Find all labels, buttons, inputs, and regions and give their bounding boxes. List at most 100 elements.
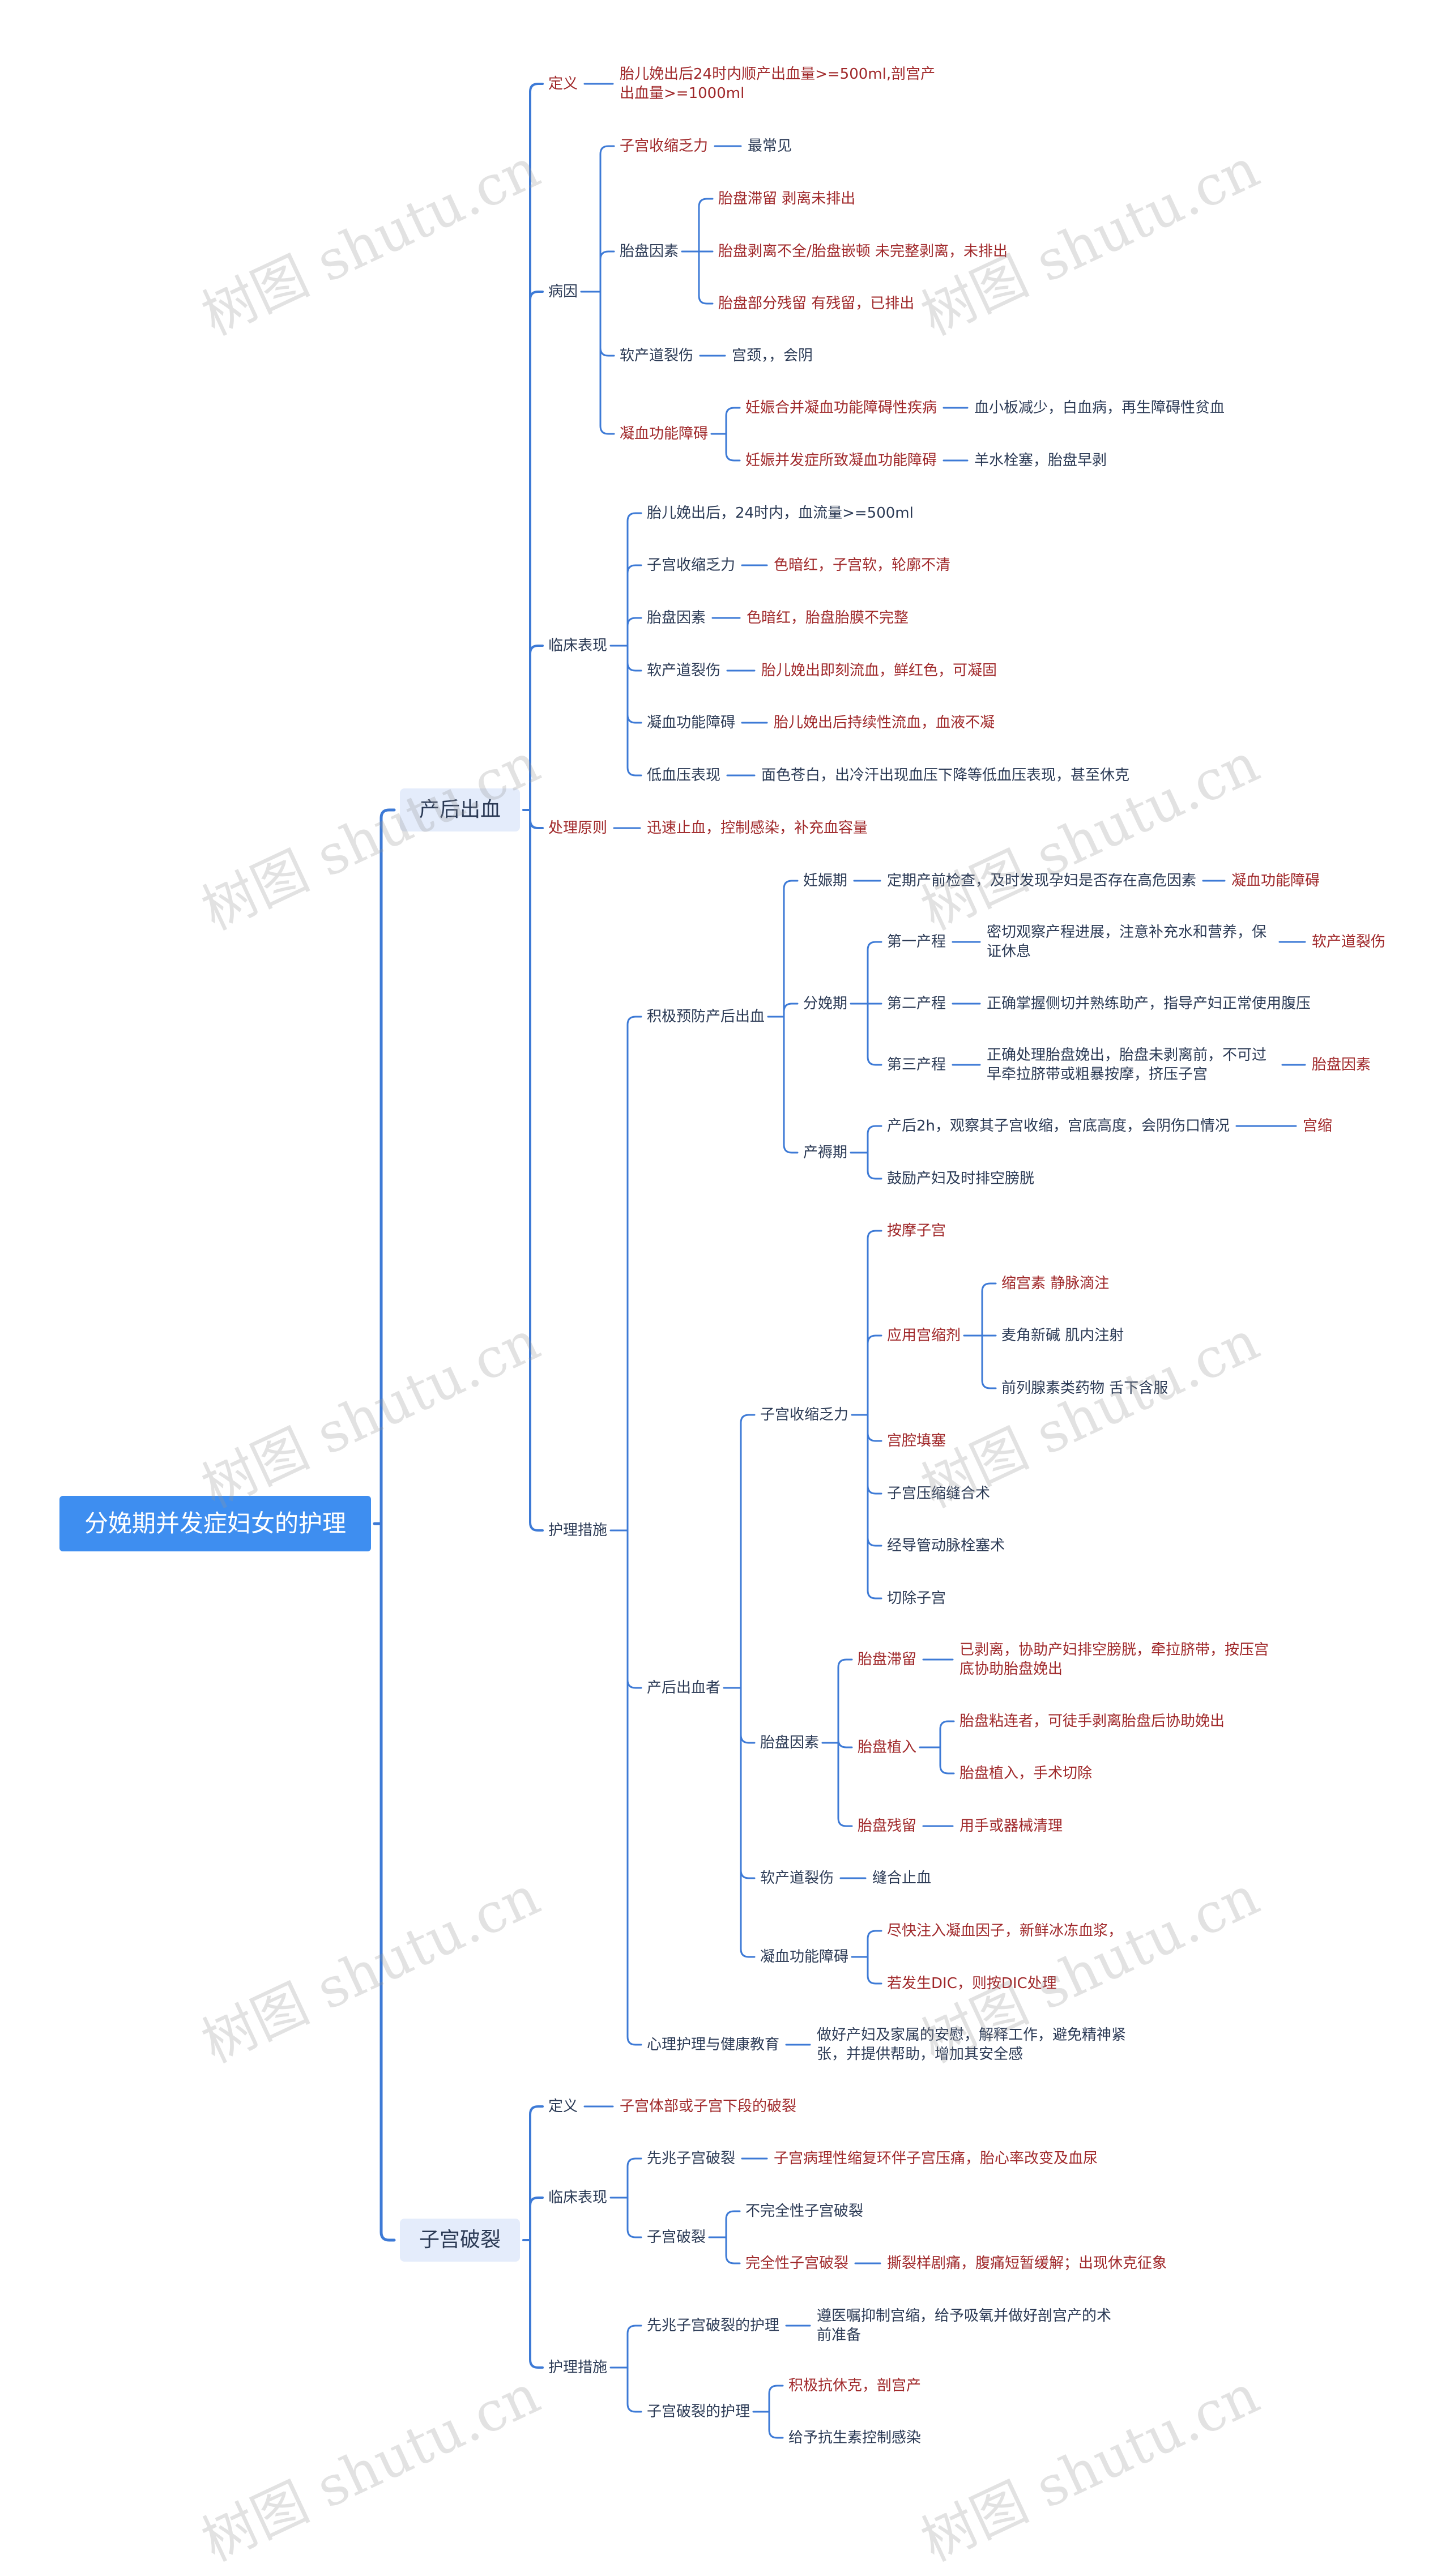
mindmap-topic[interactable]: 完全性子宫破裂 <box>745 2255 849 2272</box>
connector-line <box>939 1720 955 1748</box>
mindmap-topic[interactable]: 产后2h，观察其子宫收缩，宫底高度，会阴伤口情况 <box>887 1118 1230 1135</box>
mindmap-topic[interactable]: 积极预防产后出血 <box>647 1008 765 1025</box>
mindmap-topic[interactable]: 子宫体部或子宫下段的破裂 <box>620 2098 797 2115</box>
mindmap-topic[interactable]: 定期产前检查，及时发现孕妇是否存在高危因素 <box>887 872 1197 889</box>
mindmap-topic[interactable]: 胎盘植入，手术切除 <box>959 1765 1093 1782</box>
root-topic[interactable]: 分娩期并发症妇女的护理 <box>59 1496 372 1551</box>
main-branch-topic[interactable]: 子宫破裂 <box>400 2219 521 2262</box>
mindmap-topic[interactable]: 子宫收缩乏力 <box>760 1406 849 1423</box>
mindmap-topic[interactable]: 凝血功能障碍 <box>1231 872 1320 889</box>
mindmap-topic[interactable]: 缩宫素 静脉滴注 <box>1001 1275 1110 1292</box>
connector-line <box>867 1003 882 1066</box>
mindmap-topic[interactable]: 血小板减少，白血病，再生障碍性贫血 <box>974 399 1225 416</box>
mindmap-topic[interactable]: 经导管动脉栓塞术 <box>887 1537 1005 1554</box>
mindmap-topic[interactable]: 分娩期 <box>803 995 848 1012</box>
mindmap-topic[interactable]: 胎盘部分残留 有残留，已排出 <box>718 295 915 312</box>
mindmap-topic[interactable]: 若发生DIC，则按DIC处理 <box>887 1975 1057 1992</box>
mindmap-topic[interactable]: 胎盘植入 <box>858 1739 917 1756</box>
mindmap-topic[interactable]: 麦角新碱 肌内注射 <box>1001 1327 1124 1344</box>
mindmap-topic[interactable]: 胎盘剥离不全/胎盘嵌顿 未完整剥离，未排出 <box>718 243 1008 260</box>
mindmap-topic[interactable]: 第一产程 <box>887 933 946 950</box>
mindmap-topic[interactable]: 积极抗休克，剖宫产 <box>788 2377 922 2394</box>
mindmap-topic[interactable]: 撕裂样剧痛，腹痛短暂缓解；出现休克征象 <box>887 2255 1167 2272</box>
mindmap-topic[interactable]: 产后出血者 <box>647 1679 721 1696</box>
mindmap-topic[interactable]: 给予抗生素控制感染 <box>788 2429 922 2446</box>
mindmap-topic[interactable]: 正确掌握侧切并熟练助产，指导产妇正常使用腹压 <box>987 995 1311 1012</box>
mindmap-topic[interactable]: 正确处理胎盘娩出，胎盘未剥离前，不可过早牵拉脐带或粗暴按摩，挤压子宫 <box>987 1047 1267 1083</box>
mindmap-topic[interactable]: 胎儿娩出后24时内顺产出血量>=500ml,剖宫产出血量>=1000ml <box>620 66 936 102</box>
mindmap-topic[interactable]: 护理措施 <box>548 1522 608 1539</box>
mindmap-topic[interactable]: 心理护理与健康教育 <box>647 2036 780 2053</box>
mindmap-topic[interactable]: 妊娠并发症所致凝血功能障碍 <box>745 452 937 469</box>
mindmap-topic[interactable]: 色暗红，胎盘胎膜不完整 <box>747 609 909 626</box>
mindmap-topic[interactable]: 妊娠合并凝血功能障碍性疾病 <box>745 399 937 416</box>
mindmap-topic[interactable]: 已剥离，协助产妇排空膀胱，牵拉脐带，按压宫底协助胎盘娩出 <box>959 1641 1269 1678</box>
mindmap-topic[interactable]: 凝血功能障碍 <box>647 714 736 731</box>
connector-line <box>867 1334 882 1416</box>
mindmap-topic[interactable]: 胎盘粘连者，可徒手剥离胎盘后协助娩出 <box>959 1713 1225 1730</box>
mindmap-topic[interactable]: 应用宫缩剂 <box>887 1327 961 1344</box>
mindmap-topic[interactable]: 软产道裂伤 <box>1312 933 1386 950</box>
mindmap-topic[interactable]: 胎盘滞留 剥离未排出 <box>718 190 856 207</box>
mindmap-topic[interactable]: 子宫破裂 <box>647 2229 706 2246</box>
mindmap-topic[interactable]: 胎盘残留 <box>858 1818 917 1835</box>
mindmap-topic[interactable]: 临床表现 <box>548 637 608 654</box>
mindmap-topic[interactable]: 凝血功能障碍 <box>620 425 709 442</box>
mindmap-topic[interactable]: 定义 <box>548 75 578 92</box>
mindmap-topic[interactable]: 先兆子宫破裂的护理 <box>647 2317 780 2334</box>
mindmap-topic[interactable]: 子宫破裂的护理 <box>647 2403 750 2420</box>
mindmap-topic[interactable]: 色暗红，子宫软，轮廓不清 <box>774 557 951 574</box>
mindmap-topic[interactable]: 软产道裂伤 <box>760 1870 834 1887</box>
mindmap-topic[interactable]: 面色苍白，出冷汗出现血压下降等低血压表现，甚至休克 <box>761 767 1130 784</box>
mindmap-topic[interactable]: 处理原则 <box>548 820 608 837</box>
mindmap-topic[interactable]: 做好产妇及家属的安慰，解释工作，避免精神紧张，并提供帮助，增加其安全感 <box>817 2027 1127 2063</box>
mindmap-topic[interactable]: 临床表现 <box>548 2189 608 2206</box>
mindmap-topic[interactable]: 缝合止血 <box>872 1870 932 1887</box>
connector-lines <box>373 83 1306 2439</box>
mindmap-topic[interactable]: 遵医嘱抑制宫缩，给予吸氧并做好剖宫产的术前准备 <box>817 2308 1112 2344</box>
connector-line <box>626 2157 642 2199</box>
mindmap-topic[interactable]: 迅速止血，控制感染，补充血容量 <box>647 820 868 837</box>
mindmap-topic[interactable]: 护理措施 <box>548 2359 608 2376</box>
mindmap-topic[interactable]: 第三产程 <box>887 1056 946 1073</box>
connector-line <box>740 1687 756 1879</box>
mindmap-topic[interactable]: 切除子宫 <box>887 1590 946 1607</box>
mindmap-topic[interactable]: 不完全性子宫破裂 <box>745 2203 864 2220</box>
mindmap-topic[interactable]: 妊娠期 <box>803 872 848 889</box>
mindmap-topic[interactable]: 胎儿娩出即刻流血，鲜红色，可凝固 <box>761 662 997 679</box>
mindmap-topic[interactable]: 胎盘滞留 <box>858 1651 917 1668</box>
mindmap-topic[interactable]: 子宫收缩乏力 <box>647 557 736 574</box>
mindmap-topic[interactable]: 前列腺素类药物 舌下含服 <box>1001 1380 1168 1397</box>
mindmap-topic[interactable]: 按摩子宫 <box>887 1222 946 1239</box>
mindmap-topic[interactable]: 产褥期 <box>803 1144 848 1161</box>
mindmap-topic[interactable]: 宫腔填塞 <box>887 1432 946 1449</box>
mindmap-topic[interactable]: 胎盘因素 <box>1312 1056 1371 1073</box>
mindmap-topic[interactable]: 用手或器械清理 <box>959 1818 1063 1835</box>
mindmap-topic[interactable]: 胎盘因素 <box>760 1734 820 1751</box>
connector-line <box>626 617 642 647</box>
mindmap-topic[interactable]: 胎盘因素 <box>620 243 679 260</box>
mindmap-topic[interactable]: 宫缩 <box>1303 1118 1333 1135</box>
mindmap-topic[interactable]: 子宫病理性缩复环伴子宫压痛，胎心率改变及血尿 <box>774 2150 1098 2167</box>
mindmap-topic[interactable]: 软产道裂伤 <box>620 347 694 364</box>
mindmap-topic[interactable]: 低血压表现 <box>647 767 721 784</box>
mindmap-topic[interactable]: 子宫压缩缝合术 <box>887 1485 991 1502</box>
main-branch-topic[interactable]: 产后出血 <box>400 788 521 831</box>
mindmap-topic[interactable]: 尽快注入凝血因子，新鲜冰冻血浆， <box>887 1922 1123 1939</box>
mindmap-topic[interactable]: 胎儿娩出后，24时内，血流量>=500ml <box>647 505 914 522</box>
mindmap-topic[interactable]: 第二产程 <box>887 995 946 1012</box>
mindmap-topic[interactable]: 羊水栓塞，胎盘早剥 <box>974 452 1107 469</box>
mindmap-topic[interactable]: 凝血功能障碍 <box>760 1948 849 1965</box>
mindmap-topic[interactable]: 病因 <box>548 283 578 300</box>
mindmap-topic[interactable]: 宫颈，，会阴 <box>732 347 813 364</box>
mindmap-topic[interactable]: 定义 <box>548 2098 578 2115</box>
mindmap-topic[interactable]: 最常见 <box>748 138 792 155</box>
mindmap-topic[interactable]: 胎儿娩出后持续性流血，血液不凝 <box>774 714 995 731</box>
mindmap-topic[interactable]: 密切观察产程进展，注意补充水和营养，保证休息 <box>987 924 1267 960</box>
mindmap-topic[interactable]: 胎盘因素 <box>647 609 706 626</box>
mindmap-topic[interactable]: 子宫收缩乏力 <box>620 138 709 155</box>
mindmap-topic[interactable]: 软产道裂伤 <box>647 662 721 679</box>
connector-line <box>379 1522 396 2242</box>
mindmap-topic[interactable]: 鼓励产妇及时排空膀胱 <box>887 1170 1035 1187</box>
mindmap-topic[interactable]: 先兆子宫破裂 <box>647 2150 736 2167</box>
